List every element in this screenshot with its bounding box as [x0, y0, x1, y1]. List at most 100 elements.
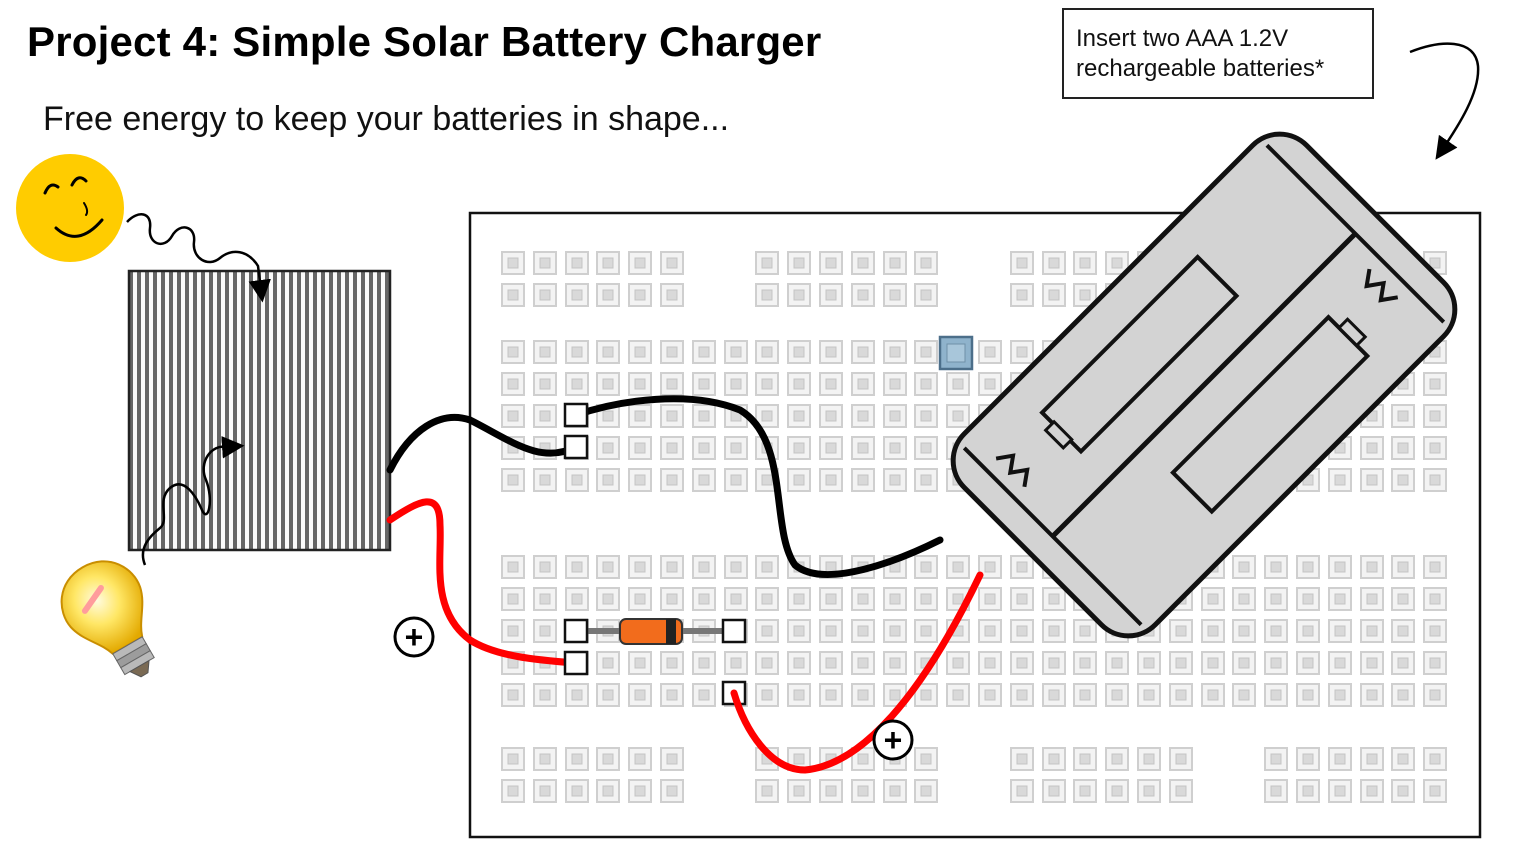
breadboard-hole-inner [793, 785, 805, 797]
breadboard-hole-inner [920, 689, 932, 701]
breadboard-hole-inner [602, 785, 614, 797]
breadboard-hole-inner [1429, 593, 1441, 605]
breadboard-hole-inner [539, 689, 551, 701]
breadboard-hole-inner [952, 657, 964, 669]
breadboard-hole-inner [1016, 561, 1028, 573]
breadboard-hole-inner [602, 257, 614, 269]
breadboard-hole-inner [889, 257, 901, 269]
breadboard-hole-inner [507, 346, 519, 358]
breadboard-hole-inner [1111, 657, 1123, 669]
breadboard-hole-inner [793, 289, 805, 301]
breadboard-hole-inner [666, 257, 678, 269]
breadboard-hole-inner [825, 593, 837, 605]
breadboard-hole-inner [698, 346, 710, 358]
breadboard-hole-inner [857, 753, 869, 765]
breadboard-hole-inner [984, 625, 996, 637]
breadboard-hole-inner [1302, 689, 1314, 701]
breadboard-hole-inner [730, 442, 742, 454]
breadboard-hole-inner [539, 474, 551, 486]
breadboard-hole-inner [539, 625, 551, 637]
breadboard-hole-inner [1270, 657, 1282, 669]
breadboard-hole-inner [1079, 785, 1091, 797]
breadboard-hole-inner [539, 378, 551, 390]
breadboard-hole-inner [666, 442, 678, 454]
breadboard [468, 211, 1482, 839]
breadboard-hole-inner [602, 346, 614, 358]
breadboard-hole-inner [857, 257, 869, 269]
breadboard-hole-inner [889, 289, 901, 301]
breadboard-hole-inner [1207, 689, 1219, 701]
breadboard-hole-inner [1429, 753, 1441, 765]
breadboard-hole-inner [761, 561, 773, 573]
breadboard-hole-inner [602, 410, 614, 422]
breadboard-hole-inner [730, 378, 742, 390]
breadboard-hole-inner [1238, 625, 1250, 637]
red-wire-holder [730, 571, 984, 774]
breadboard-hole-inner [920, 442, 932, 454]
breadboard-hole-inner [1175, 657, 1187, 669]
breadboard-hole-inner [539, 561, 551, 573]
breadboard-hole-inner [793, 442, 805, 454]
breadboard-hole-inner [1048, 657, 1060, 669]
breadboard-hole-inner [539, 785, 551, 797]
breadboard-hole-inner [984, 346, 996, 358]
breadboard-hole-inner [1143, 785, 1155, 797]
breadboard-hole-inner [761, 474, 773, 486]
breadboard-hole-inner [666, 289, 678, 301]
breadboard-hole-inner [1048, 625, 1060, 637]
breadboard-hole-inner [920, 625, 932, 637]
breadboard-hole-inner [1016, 346, 1028, 358]
breadboard-hole-inner [1016, 785, 1028, 797]
breadboard-hole-inner [634, 289, 646, 301]
highlighted-hole-inner [946, 343, 966, 363]
breadboard-hole-inner [793, 410, 805, 422]
breadboard-hole-inner [1397, 625, 1409, 637]
sun-icon [16, 154, 124, 262]
breadboard-hole-inner [1429, 785, 1441, 797]
breadboard-hole-inner [952, 689, 964, 701]
plus-symbol-label: + [884, 722, 903, 758]
breadboard-hole-inner [793, 474, 805, 486]
breadboard-hole-inner [761, 689, 773, 701]
breadboard-hole-inner [539, 410, 551, 422]
breadboard-hole-inner [920, 593, 932, 605]
breadboard-hole-inner [1334, 593, 1346, 605]
breadboard-hole-inner [730, 593, 742, 605]
breadboard-hole-inner [1334, 753, 1346, 765]
breadboard-hole-inner [602, 561, 614, 573]
breadboard-hole-inner [1270, 561, 1282, 573]
breadboard-hole-inner [761, 657, 773, 669]
breadboard-hole-inner [698, 689, 710, 701]
breadboard-hole-inner [539, 593, 551, 605]
breadboard-hole-inner [1016, 689, 1028, 701]
breadboard-hole-inner [825, 474, 837, 486]
breadboard-hole-inner [825, 289, 837, 301]
breadboard-hole-inner [1429, 410, 1441, 422]
breadboard-hole-inner [634, 561, 646, 573]
breadboard-hole-inner [952, 593, 964, 605]
breadboard-hole-inner [666, 378, 678, 390]
breadboard-hole-inner [1334, 625, 1346, 637]
breadboard-hole-inner [602, 753, 614, 765]
breadboard-hole-inner [1048, 753, 1060, 765]
breadboard-hole-inner [920, 410, 932, 422]
breadboard-hole-inner [1429, 689, 1441, 701]
breadboard-hole-inner [857, 593, 869, 605]
breadboard-hole-inner [571, 785, 583, 797]
breadboard-hole-inner [602, 378, 614, 390]
breadboard-hole-inner [666, 593, 678, 605]
breadboard-hole-inner [1016, 289, 1028, 301]
breadboard-hole-inner [507, 410, 519, 422]
breadboard-hole-inner [1016, 257, 1028, 269]
breadboard-hole-inner [602, 442, 614, 454]
breadboard-hole-inner [507, 289, 519, 301]
breadboard-hole-inner [507, 378, 519, 390]
breadboard-hole-inner [634, 657, 646, 669]
breadboard-hole-inner [1366, 753, 1378, 765]
breadboard-hole-inner [698, 593, 710, 605]
breadboard-hole-inner [920, 753, 932, 765]
breadboard-hole-inner [1111, 753, 1123, 765]
breadboard-hole-inner [507, 474, 519, 486]
breadboard-hole-inner [571, 593, 583, 605]
